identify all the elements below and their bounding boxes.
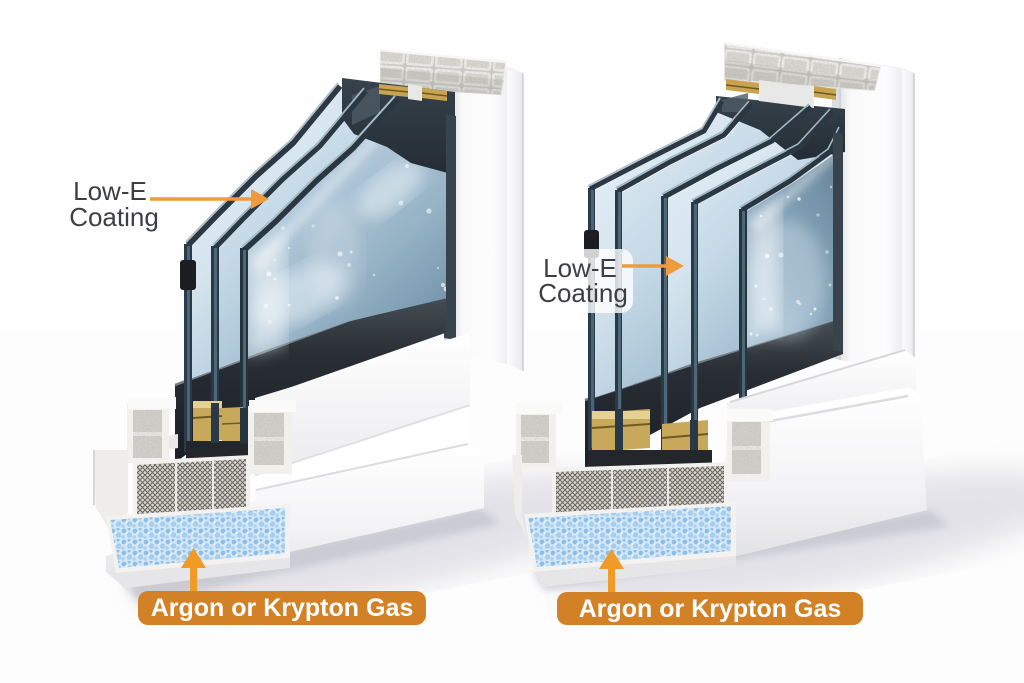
svg-text:Coating: Coating <box>538 278 628 308</box>
svg-text:Coating: Coating <box>69 202 159 232</box>
svg-text:Low-E: Low-E <box>73 176 147 206</box>
svg-text:Argon or Krypton Gas: Argon or Krypton Gas <box>151 594 414 622</box>
svg-text:Argon or Krypton Gas: Argon or Krypton Gas <box>579 595 842 623</box>
svg-text:Low-E: Low-E <box>543 253 617 283</box>
